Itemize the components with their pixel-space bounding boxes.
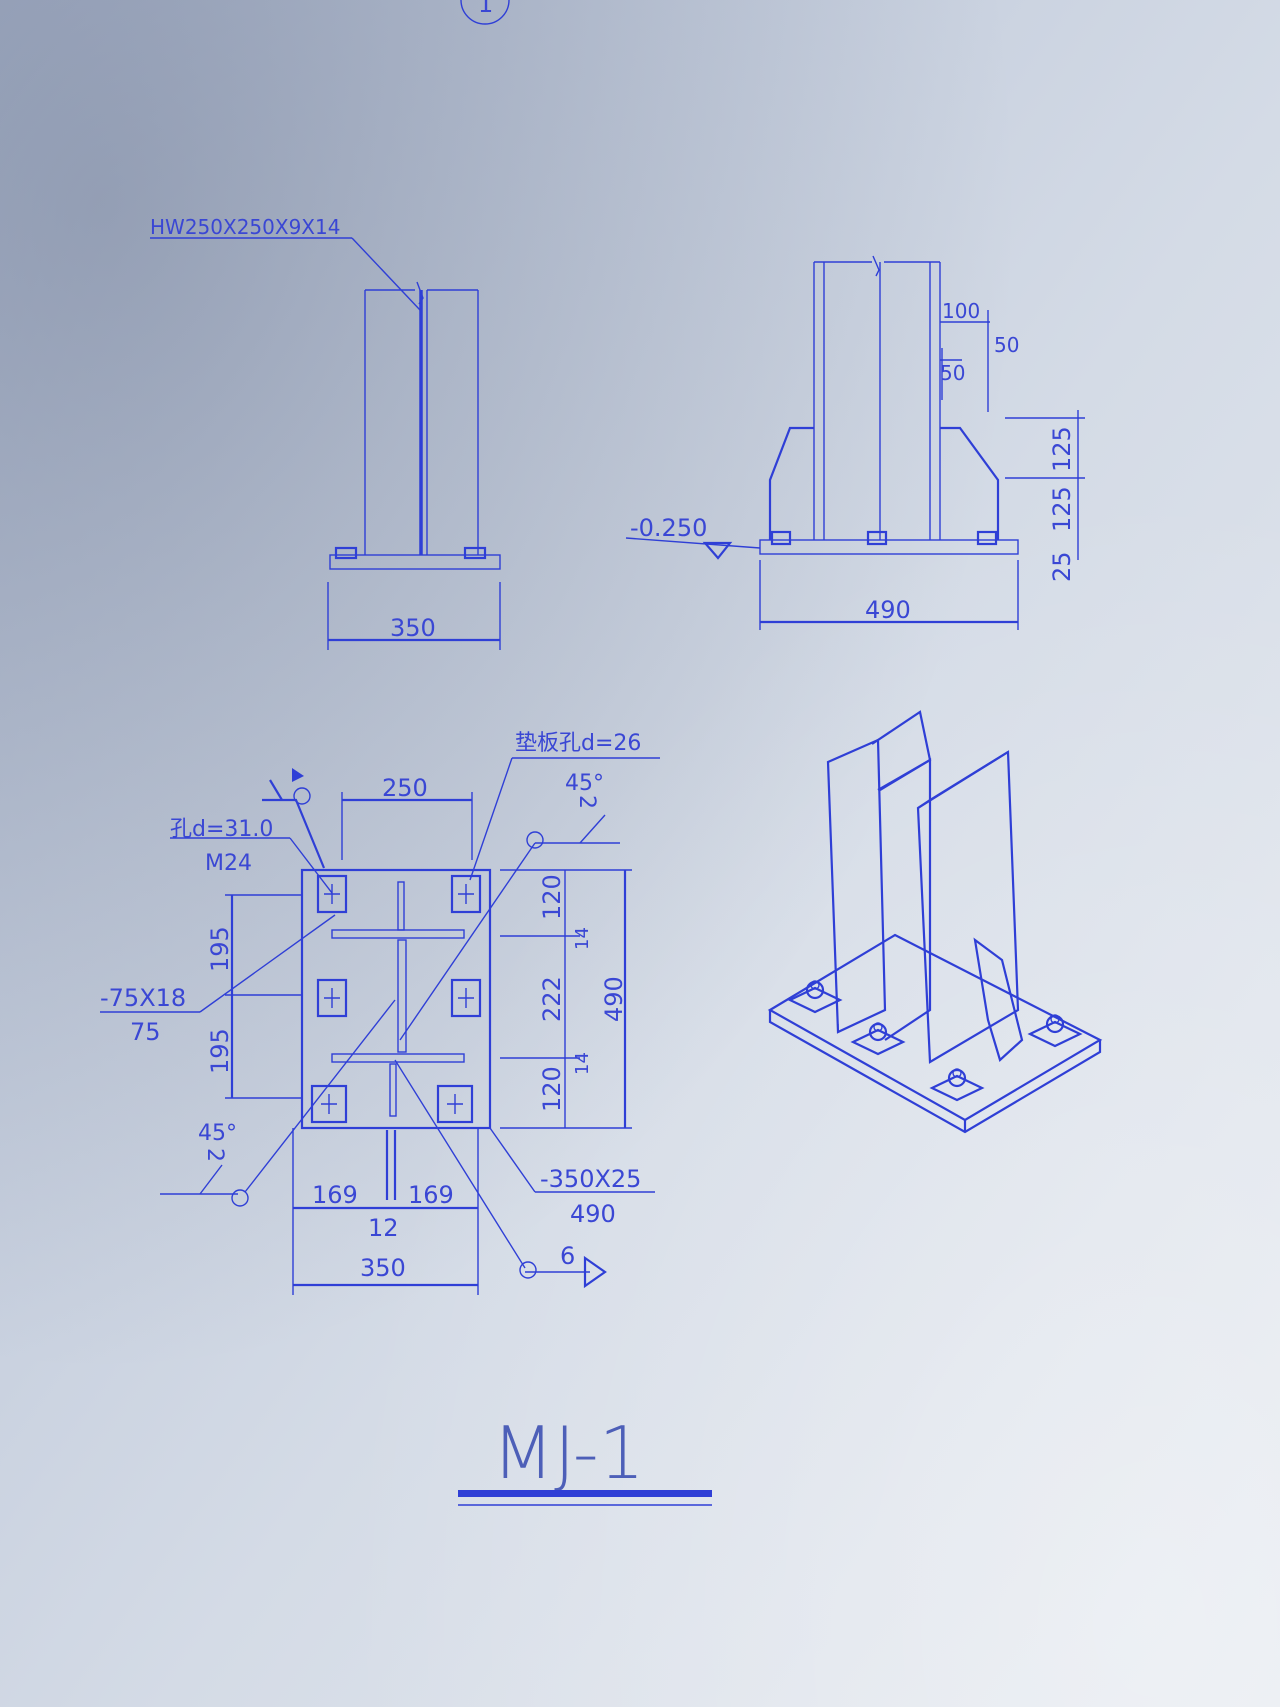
bolt-hole — [450, 978, 482, 1018]
shim-hole-label: 垫板孔d=26 — [515, 731, 641, 756]
dim-195-bottom: 195 — [206, 1028, 234, 1074]
dim-250: 250 — [382, 774, 428, 802]
dim-125-bottom: 125 — [1048, 486, 1076, 532]
plate-length: 490 — [570, 1200, 616, 1228]
detail-circle-mark: 1 — [460, 0, 510, 25]
bolt-hole — [310, 1084, 348, 1124]
plan-view: 250 垫板孔d=26 孔d=31.0 M24 195 195 -75X18 7… — [100, 731, 660, 1295]
dim-14-bottom: 14 — [572, 1052, 593, 1075]
weld-angle-top: 45° — [565, 771, 604, 796]
stiffener-label: -75X18 — [100, 984, 186, 1012]
iso-bolt — [850, 1022, 906, 1056]
dim-490-b: 490 — [865, 596, 911, 624]
bolt-hole — [316, 978, 348, 1018]
dim-195-top: 195 — [206, 926, 234, 972]
dim-350-plan: 350 — [360, 1254, 406, 1282]
plate-label: -350X25 — [540, 1165, 641, 1193]
title-underline-thick — [458, 1490, 712, 1497]
hole-label: 孔d=31.0 — [170, 817, 273, 842]
dim-169-left: 169 — [312, 1181, 358, 1209]
weld-6-label: 6 — [560, 1242, 575, 1270]
iso-bolt — [1027, 1014, 1083, 1048]
dim-25: 25 — [1048, 551, 1076, 582]
drawing-title: MJ-1 — [492, 1411, 645, 1495]
iso-bolt — [787, 980, 843, 1014]
bolt-label: M24 — [205, 851, 252, 876]
bolt-hole — [316, 874, 348, 914]
base-plate-outline — [300, 868, 492, 1130]
weld-size-bottom: 2 — [202, 1148, 227, 1162]
drawing-title-block: MJ-1 — [458, 1411, 712, 1506]
bolt-hole — [436, 1084, 474, 1124]
dim-350-a: 350 — [390, 614, 436, 642]
circle-mark-text: 1 — [478, 0, 493, 18]
dim-169-right: 169 — [408, 1181, 454, 1209]
dim-50-right: 50 — [994, 333, 1019, 357]
section-label: HW250X250X9X14 — [150, 215, 340, 239]
iso-bolt — [929, 1068, 985, 1102]
weld-angle-bottom: 45° — [198, 1121, 237, 1146]
isometric-view — [767, 710, 1103, 1134]
dim-100: 100 — [942, 299, 980, 323]
dim-120-bottom: 120 — [538, 1066, 566, 1112]
dim-12: 12 — [368, 1214, 399, 1242]
dim-50-left: 50 — [940, 361, 965, 385]
elevation-label: -0.250 — [630, 514, 707, 542]
dim-490-plan: 490 — [600, 976, 628, 1022]
side-view-a: 350 HW250X250X9X14 — [150, 215, 501, 650]
weld-size-top: 2 — [574, 795, 599, 809]
bolt-hole — [450, 874, 482, 914]
dim-14-top: 14 — [572, 927, 593, 950]
dim-222: 222 — [538, 976, 566, 1022]
side-view-b: -0.250 490 100 50 50 125 125 25 — [625, 255, 1085, 630]
dim-125-top: 125 — [1048, 426, 1076, 472]
dim-120-top: 120 — [538, 874, 566, 920]
stiffener-length: 75 — [130, 1018, 161, 1046]
